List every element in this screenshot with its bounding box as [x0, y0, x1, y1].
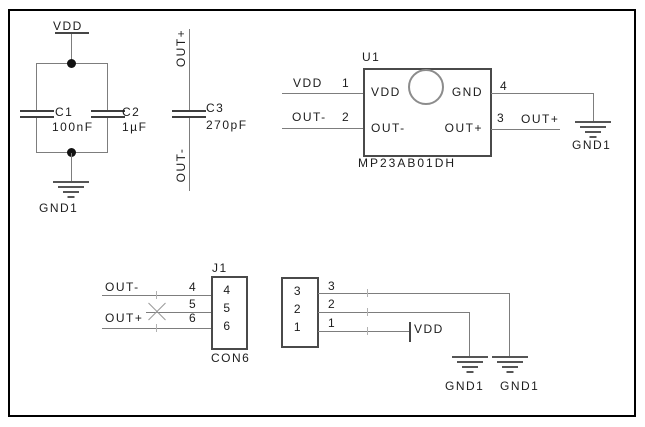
no-connect-x: [145, 300, 169, 324]
wire: [593, 94, 594, 121]
wire: [318, 312, 470, 313]
wire: [469, 313, 470, 356]
ground-symbol: [492, 356, 528, 374]
wire: [509, 294, 510, 356]
j1-inner-pin-4: 4: [223, 283, 232, 297]
junction-dot: [67, 148, 76, 157]
wire: [71, 34, 72, 63]
connector2-inner-pin-3: 3: [293, 284, 303, 298]
pin-end-tick: [156, 291, 157, 299]
wire: [36, 64, 37, 110]
c1-reference: C1: [55, 105, 74, 119]
pin-end-tick: [367, 308, 368, 316]
gnd1-label: GND1: [39, 201, 79, 215]
wire: [491, 129, 560, 130]
wire: [36, 118, 37, 153]
vdd-power-label: VDD: [53, 19, 83, 33]
wire: [282, 128, 363, 129]
u1-pin-name-out-minus: OUT-: [371, 121, 406, 135]
vdd-power-bar-symbol: [55, 32, 89, 34]
j1-inner-pin-5: 5: [223, 301, 232, 315]
c2-value: 1µF: [122, 120, 148, 134]
wire: [189, 29, 190, 110]
gnd1-label: GND1: [445, 379, 485, 393]
wire: [146, 312, 211, 313]
wire: [318, 331, 409, 332]
u1-part-number: MP23AB01DH: [358, 156, 457, 170]
net-label-out-minus: OUT-: [292, 110, 327, 124]
wire: [491, 93, 594, 94]
u1-pin-name-gnd: GND: [451, 85, 483, 99]
pin-number-3: 3: [497, 111, 506, 125]
ground-symbol: [53, 181, 89, 199]
u1-pin-name-vdd: VDD: [371, 85, 401, 99]
ground-symbol: [452, 356, 488, 374]
mic-port-circle: [408, 69, 444, 105]
junction-dot: [67, 59, 76, 68]
vdd-power-bar-symbol: [409, 322, 411, 342]
wire: [189, 118, 190, 191]
c3-value: 270pF: [206, 118, 248, 132]
wire: [107, 118, 108, 153]
net-label-out-plus-vertical: OUT+: [174, 28, 188, 68]
net-label-vdd: VDD: [414, 322, 444, 336]
pin-number-4: 4: [500, 79, 509, 93]
capacitor-c3-symbol: [172, 110, 206, 118]
u1-pin-name-out-plus: OUT+: [444, 121, 483, 135]
capacitor-c2-symbol: [91, 110, 125, 118]
j1-reference: J1: [212, 261, 228, 275]
j1-part-name: CON6: [211, 351, 251, 365]
wire: [107, 64, 108, 110]
u1-reference: U1: [362, 50, 381, 64]
j1-body: [211, 276, 248, 350]
gnd1-label: GND1: [572, 138, 612, 152]
c2-reference: C2: [122, 105, 141, 119]
pin-number-2: 2: [328, 297, 337, 311]
pin-number-1: 1: [328, 316, 337, 330]
pin-number-2: 2: [342, 110, 351, 124]
ground-symbol: [575, 121, 611, 139]
wire: [282, 93, 363, 94]
pin-end-tick: [367, 289, 368, 297]
c1-value: 100nF: [52, 120, 94, 134]
c3-reference: C3: [206, 101, 225, 115]
capacitor-c1-symbol: [20, 110, 54, 118]
pin-number-6: 6: [189, 311, 198, 325]
connector2-inner-pin-1: 1: [293, 320, 303, 334]
net-label-out-minus: OUT-: [105, 280, 140, 294]
net-label-vdd: VDD: [293, 76, 323, 90]
gnd1-label: GND1: [500, 379, 540, 393]
pin-number-1: 1: [342, 76, 351, 90]
pin-number-5: 5: [189, 297, 198, 311]
wire: [318, 293, 510, 294]
j1-inner-pin-6: 6: [223, 319, 232, 333]
wire: [71, 153, 72, 181]
schematic-border: [8, 9, 636, 417]
net-label-out-plus: OUT+: [521, 112, 560, 126]
pin-end-tick: [367, 327, 368, 335]
net-label-out-minus-vertical: OUT-: [174, 147, 188, 183]
pin-number-4: 4: [189, 280, 198, 294]
pin-number-3: 3: [328, 279, 337, 293]
net-label-out-plus: OUT+: [105, 311, 144, 325]
connector2-inner-pin-2: 2: [293, 302, 303, 316]
pin-end-tick: [156, 324, 157, 332]
